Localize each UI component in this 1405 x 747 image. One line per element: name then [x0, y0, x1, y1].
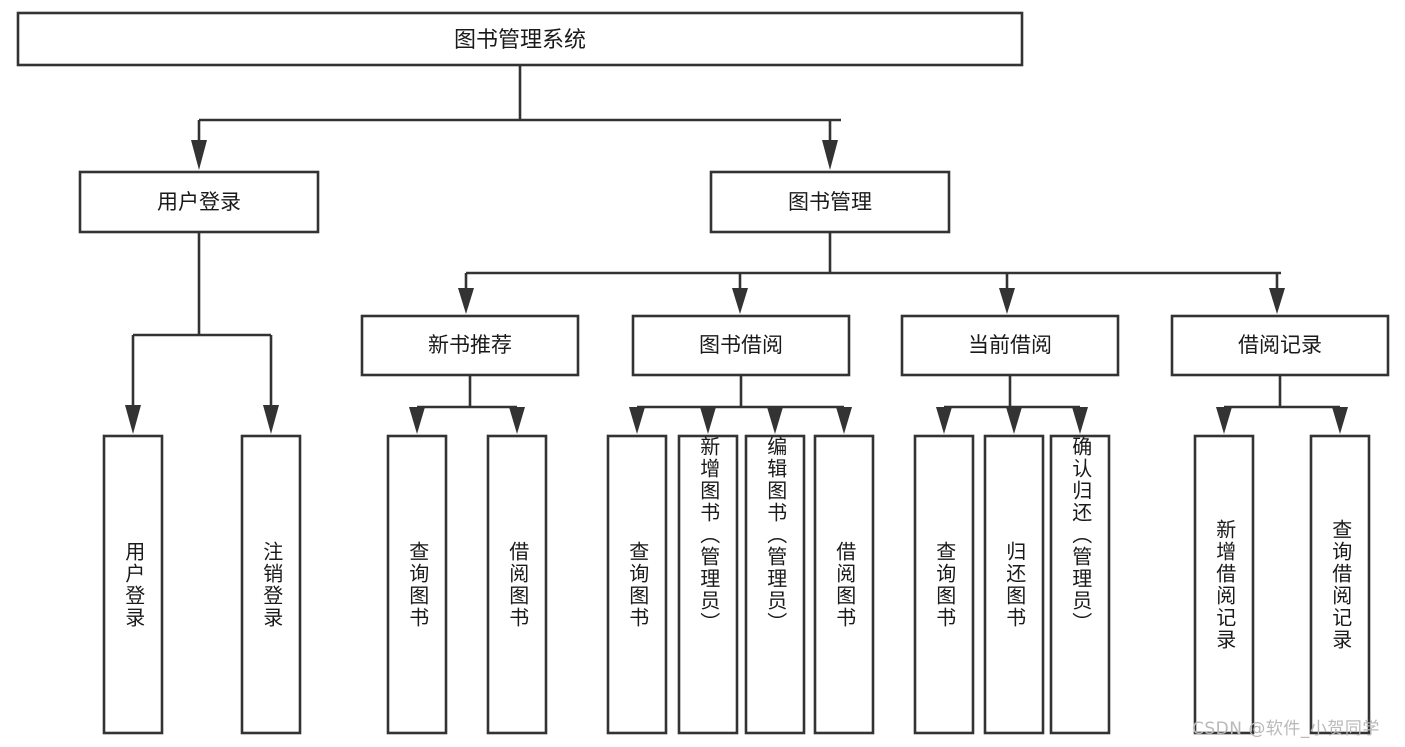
- leaf-box-current-borrow-2[interactable]: [1049, 434, 1111, 735]
- node-current-borrow-box[interactable]: [900, 314, 1120, 377]
- arrow-book-borrow-leaf3: [836, 407, 852, 434]
- arrow-current-borrow-leaf2: [1072, 407, 1088, 434]
- node-current-borrow-label: 当前借阅: [968, 333, 1052, 357]
- node-user-login[interactable]: 用户登录: [78, 170, 320, 234]
- leaf-box-current-borrow-1[interactable]: [983, 434, 1045, 735]
- node-new-book-recommend[interactable]: 新书推荐: [360, 314, 580, 377]
- arrow-user-login-leaf0: [125, 405, 141, 434]
- leaf-box-book-borrow-0[interactable]: [606, 434, 668, 735]
- arrow-current-borrow-leaf1: [1006, 407, 1022, 434]
- node-new-book-recommend-label: 新书推荐: [428, 333, 512, 357]
- leaf-box-new-book-1[interactable]: [486, 434, 548, 735]
- arrow-current-borrow-leaf0: [936, 407, 952, 434]
- arrow-book-borrow-leaf0: [629, 407, 645, 434]
- node-book-borrow-box[interactable]: [631, 314, 851, 377]
- leaf-box-borrow-record-1[interactable]: [1309, 434, 1371, 735]
- node-book-borrow[interactable]: 图书借阅: [631, 314, 851, 377]
- node-root[interactable]: 图书管理系统: [16, 11, 1024, 67]
- arrow-borrow-record-leaf0: [1216, 407, 1232, 434]
- node-book-borrow-label: 图书借阅: [699, 333, 783, 357]
- node-borrow-record-label: 借阅记录: [1238, 333, 1322, 357]
- arrow-root-to-book-manage: [822, 140, 838, 170]
- node-current-borrow[interactable]: 当前借阅: [900, 314, 1120, 377]
- arrow-to-new-book-recommend: [458, 288, 474, 314]
- arrow-to-current-borrow: [999, 288, 1015, 314]
- leaf-box-user-login-1[interactable]: [240, 434, 302, 735]
- leaf-box-book-borrow-3[interactable]: [813, 434, 875, 735]
- leaf-box-new-book-0[interactable]: [386, 434, 448, 735]
- node-root-label: 图书管理系统: [454, 28, 586, 53]
- leaf-box-book-borrow-1[interactable]: [677, 434, 739, 735]
- leaf-box-user-login-0[interactable]: [102, 434, 164, 735]
- arrow-new-book-leaf0: [409, 407, 425, 434]
- node-root-box[interactable]: [16, 11, 1024, 67]
- node-user-login-label: 用户登录: [157, 190, 241, 214]
- leaf-box-borrow-record-0[interactable]: [1193, 434, 1255, 735]
- node-new-book-recommend-box[interactable]: [360, 314, 580, 377]
- node-borrow-record-box[interactable]: [1170, 314, 1390, 377]
- arrow-root-to-user-login: [191, 140, 207, 170]
- node-borrow-record[interactable]: 借阅记录: [1170, 314, 1390, 377]
- arrow-to-book-borrow: [732, 288, 748, 314]
- arrow-user-login-leaf1: [263, 405, 279, 434]
- node-book-manage[interactable]: 图书管理: [709, 170, 951, 234]
- node-book-manage-label: 图书管理: [788, 190, 872, 214]
- arrow-borrow-record-leaf1: [1332, 407, 1348, 434]
- leaf-box-book-borrow-2[interactable]: [744, 434, 806, 735]
- arrow-book-borrow-leaf2: [767, 407, 783, 434]
- arrow-to-borrow-record: [1269, 288, 1285, 314]
- csdn-watermark: CSDN @软件_小贺同学: [1192, 719, 1380, 739]
- node-book-manage-box[interactable]: [709, 170, 951, 234]
- arrow-book-borrow-leaf1: [700, 407, 716, 434]
- arrow-new-book-leaf1: [509, 407, 525, 434]
- leaf-box-current-borrow-0[interactable]: [913, 434, 975, 735]
